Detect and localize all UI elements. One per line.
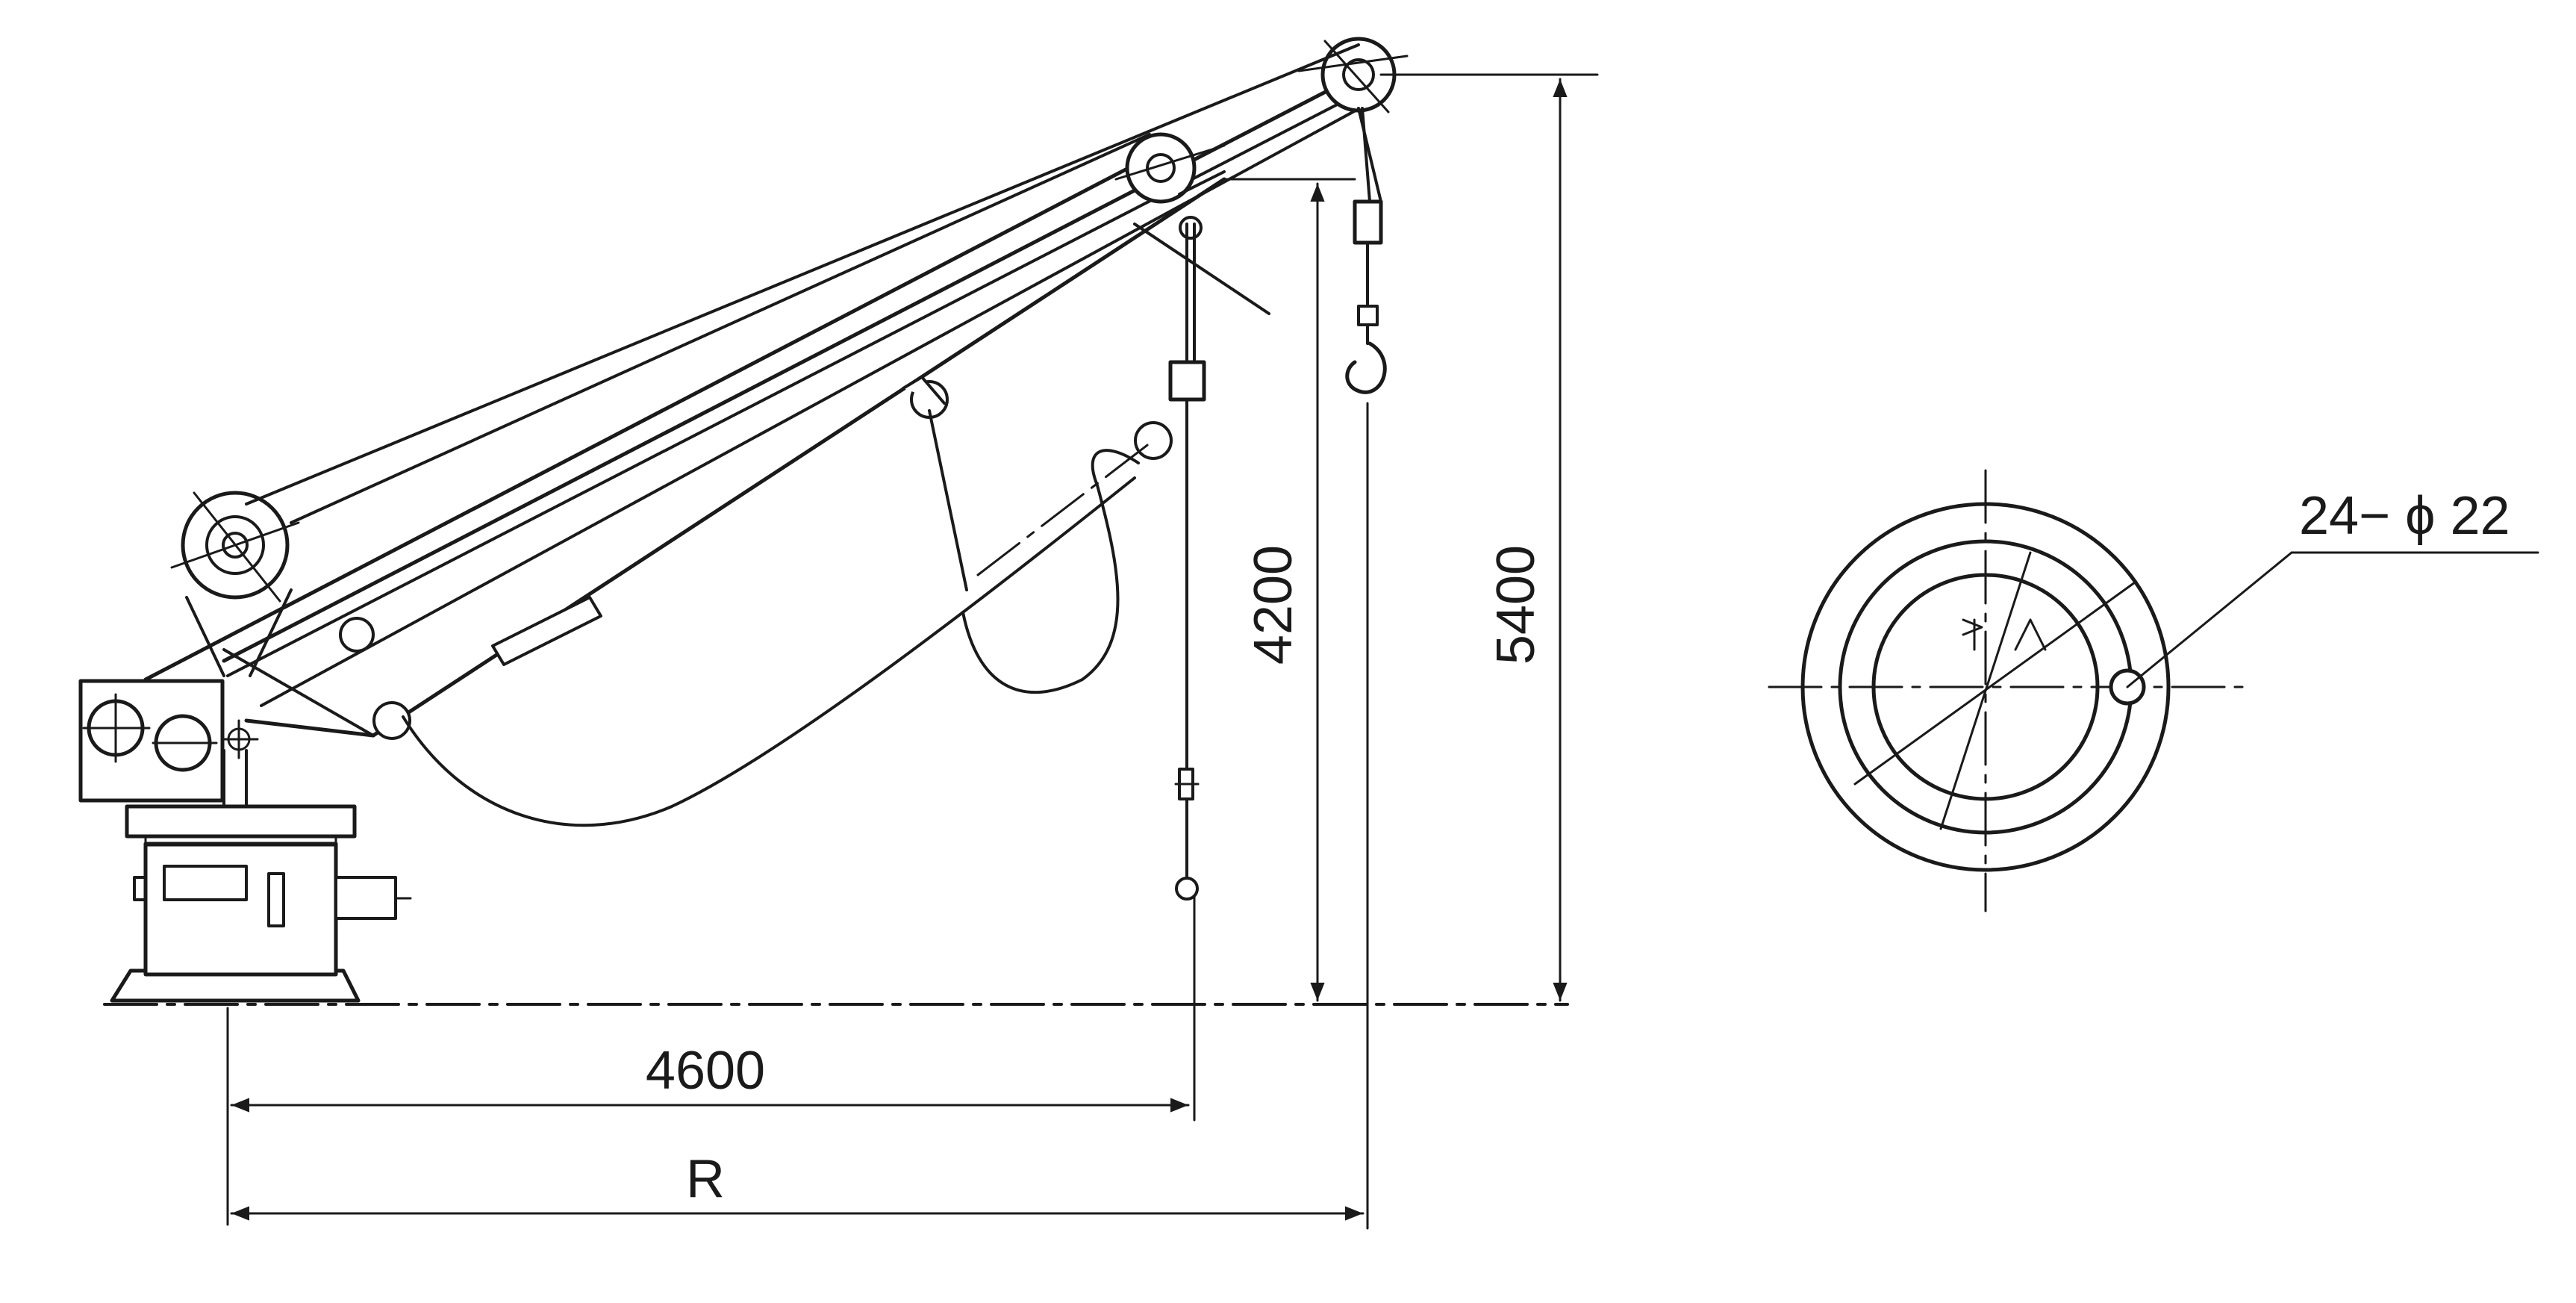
pedestal-stub (133, 876, 147, 901)
hook-2 (1345, 341, 1387, 394)
winch-housing (78, 679, 225, 803)
bolt-leader-line (2126, 551, 2293, 688)
hose-loop (402, 476, 1136, 827)
pedestal-slot (267, 872, 285, 927)
dim-4200-text: 4200 (1244, 545, 1303, 665)
pedestal (143, 842, 338, 977)
flange-plan-view: 24− ϕ 22 (1768, 469, 2539, 912)
dim-r-text: R (686, 1149, 725, 1209)
dimensions: 4600 R 4200 5400 (103, 73, 1599, 1230)
mid-sheave (1125, 132, 1197, 204)
hook-block-1 (1168, 360, 1206, 402)
hydraulic-motor (334, 876, 397, 920)
bolt-spec-text: 24− ϕ 22 (2299, 486, 2510, 546)
boom-root-pin (339, 617, 375, 653)
hook-block-2 (1353, 199, 1383, 245)
dim-5400-text: 5400 (1486, 545, 1546, 665)
hook-1 (1175, 877, 1199, 901)
crane-side-view (78, 37, 1409, 1003)
dim-4600-text: 4600 (646, 1041, 765, 1101)
boom-upper-chord (143, 147, 1167, 682)
pedestal-window (163, 865, 248, 901)
slewing-ring (125, 804, 357, 839)
base-plate (110, 968, 361, 1003)
